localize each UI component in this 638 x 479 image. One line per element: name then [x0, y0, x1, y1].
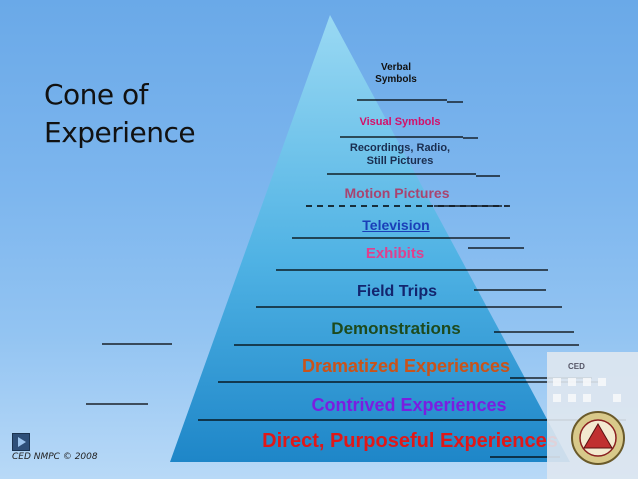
- cone-level-label: Visual Symbols: [359, 116, 441, 128]
- cone-level-5: Television: [362, 217, 429, 233]
- cone-level-label: Recordings, Radio,: [349, 142, 451, 154]
- cone-level-label: Dramatized Experiences: [301, 356, 511, 376]
- cone-level-label: Demonstrations: [331, 319, 461, 338]
- cone-level-label: Field Trips: [356, 283, 438, 300]
- cone-level-label: Television: [362, 217, 430, 233]
- cone-level-10: Contrived Experiences: [311, 395, 506, 416]
- cone-level-6: Exhibits: [366, 245, 424, 262]
- logo-panel: [547, 352, 638, 479]
- title-line-2: Experience: [44, 116, 196, 149]
- cone-level-label: Verbal: [380, 62, 412, 73]
- cone-level-label: Direct, Purposeful Experiences: [262, 430, 558, 452]
- cone-level-4: Motion Pictures: [344, 185, 449, 201]
- cone-level-label: Still Pictures: [366, 154, 434, 167]
- cone-level-11: Direct, Purposeful Experiences: [262, 430, 558, 453]
- cone-level-label: Contrived Experiences: [311, 395, 507, 415]
- cone-level-7: Field Trips: [357, 283, 437, 301]
- cone-level-label: Exhibits: [365, 245, 425, 262]
- cone-level-3: Recordings, Radio,Still Pictures: [350, 142, 450, 167]
- cone-level-2: Visual Symbols: [359, 116, 440, 129]
- slide-title: Cone of Experience: [44, 76, 196, 152]
- cone-level-label: Motion Pictures: [344, 185, 450, 201]
- copyright-footer: CED NMPC © 2008: [12, 452, 98, 462]
- title-line-1: Cone of: [44, 78, 149, 111]
- cone-level-label: Symbols: [375, 73, 417, 85]
- cone-level-9: Dramatized Experiences: [302, 356, 510, 377]
- play-icon[interactable]: [12, 433, 30, 451]
- cone-level-8: Demonstrations: [331, 319, 460, 339]
- logo-text: CED: [568, 362, 585, 371]
